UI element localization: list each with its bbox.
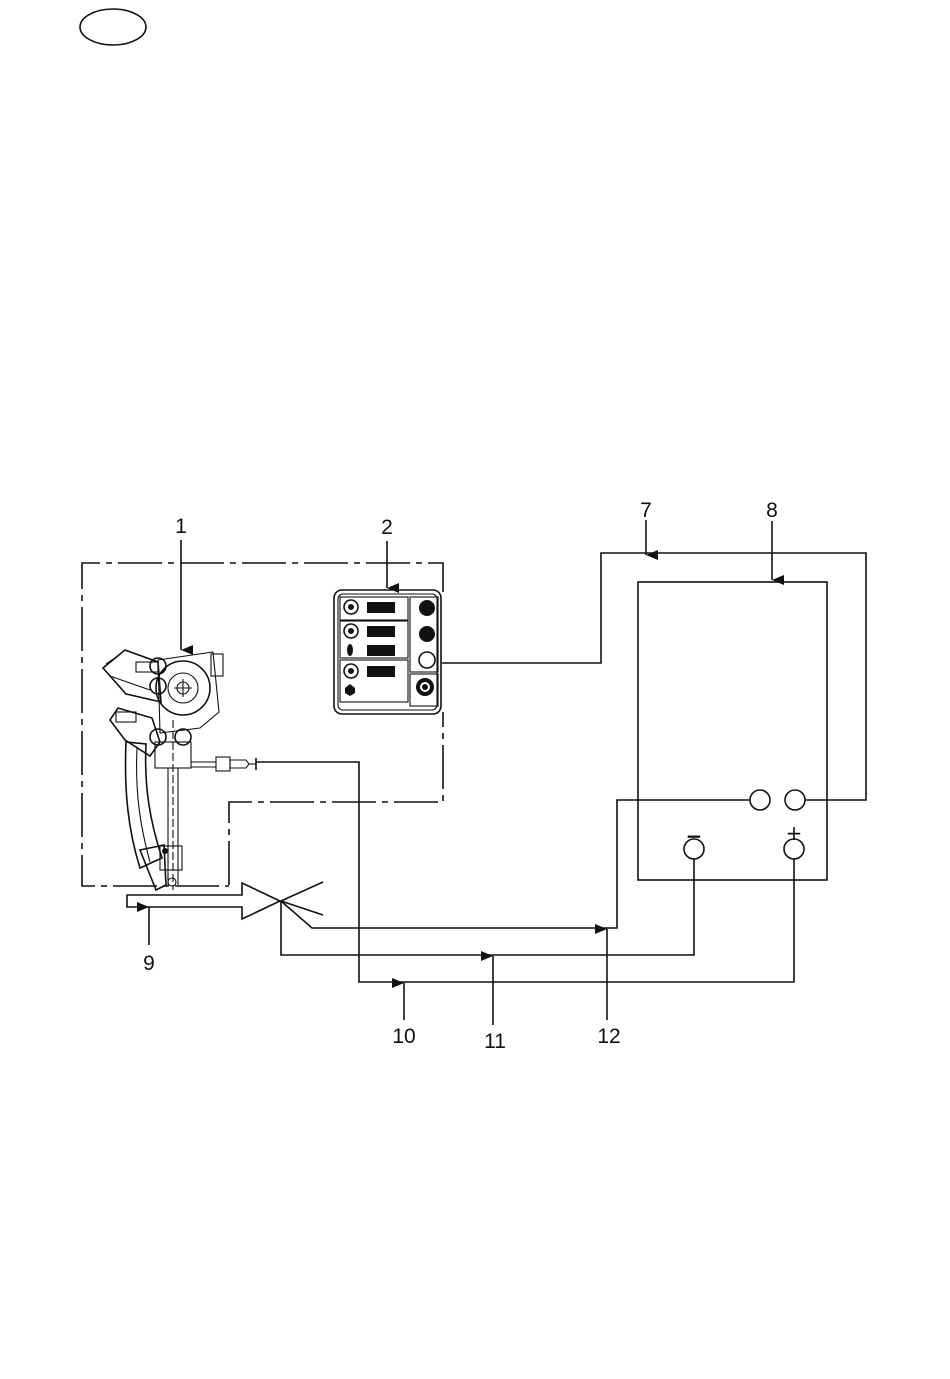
callout-7: 7 bbox=[640, 499, 652, 522]
clamp-jaw-lower bbox=[281, 901, 323, 915]
control-unit bbox=[334, 590, 441, 714]
callout-12: 12 bbox=[597, 1025, 620, 1048]
plus-sign: + bbox=[786, 821, 803, 845]
clamp-jaw-upper bbox=[281, 882, 323, 901]
callout-11: 11 bbox=[484, 1030, 506, 1053]
callout-1: 1 bbox=[175, 515, 187, 538]
callout-9: 9 bbox=[143, 952, 155, 975]
minus-sign: − bbox=[686, 824, 703, 848]
sensing-terminal-right bbox=[785, 790, 805, 810]
callout-8: 8 bbox=[766, 499, 778, 522]
callout-10: 10 bbox=[392, 1025, 415, 1048]
callout-2: 2 bbox=[381, 516, 393, 539]
language-badge-oval bbox=[80, 9, 146, 45]
enclosure-right-lower bbox=[229, 712, 443, 885]
work-cable-11 bbox=[281, 859, 694, 955]
welding-cable-10 bbox=[256, 762, 794, 982]
workpiece-arrow bbox=[127, 883, 280, 919]
sensing-terminal-left bbox=[750, 790, 770, 810]
sensing-cable-12 bbox=[281, 800, 750, 928]
welding-head bbox=[103, 650, 256, 890]
control-cable-7 bbox=[442, 553, 866, 800]
